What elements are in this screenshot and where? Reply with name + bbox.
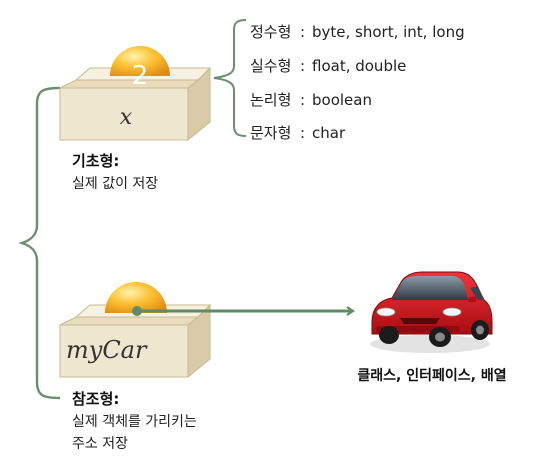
reference-target-caption: 클래스, 인터페이스, 배열 (357, 367, 506, 384)
kind-colon: : (300, 91, 305, 109)
car-image (370, 271, 493, 353)
reference-description-line: 실제 객체를 가리키는 (72, 414, 197, 430)
kind-row: 실수형 : float, double (250, 57, 406, 75)
kind-colon: : (300, 57, 305, 75)
kind-types: byte, short, int, long (312, 23, 465, 41)
kind-row: 문자형 : char (250, 124, 346, 142)
kinds-brace (213, 19, 247, 137)
kind-types: float, double (312, 57, 406, 75)
reference-title: 참조형: (72, 390, 119, 408)
reference-box: myCar (59, 282, 212, 379)
primitive-box-label: x (120, 105, 133, 130)
main-brace (18, 86, 61, 400)
primitive-kinds-list: 정수형 : byte, short, int, long 실수형 : float… (250, 23, 465, 142)
kind-name: 실수형 (250, 57, 291, 75)
kind-row: 논리형 : boolean (250, 91, 372, 109)
kind-row: 정수형 : byte, short, int, long (250, 23, 465, 41)
kind-name: 정수형 (250, 23, 291, 41)
value-text: 2 (132, 61, 149, 91)
kind-name: 논리형 (250, 91, 291, 109)
primitive-description: 실제 값이 저장 (72, 176, 158, 192)
kind-types: char (312, 124, 346, 142)
kind-colon: : (300, 23, 305, 41)
reference-box-label: myCar (66, 336, 148, 364)
kind-colon: : (300, 124, 305, 142)
pointer-dot (132, 306, 142, 316)
kind-types: boolean (312, 91, 372, 109)
reference-description-line: 주소 저장 (72, 436, 128, 452)
primitive-box: 2 x (59, 46, 212, 142)
primitive-title: 기초형: (72, 152, 119, 170)
kind-name: 문자형 (250, 124, 291, 142)
